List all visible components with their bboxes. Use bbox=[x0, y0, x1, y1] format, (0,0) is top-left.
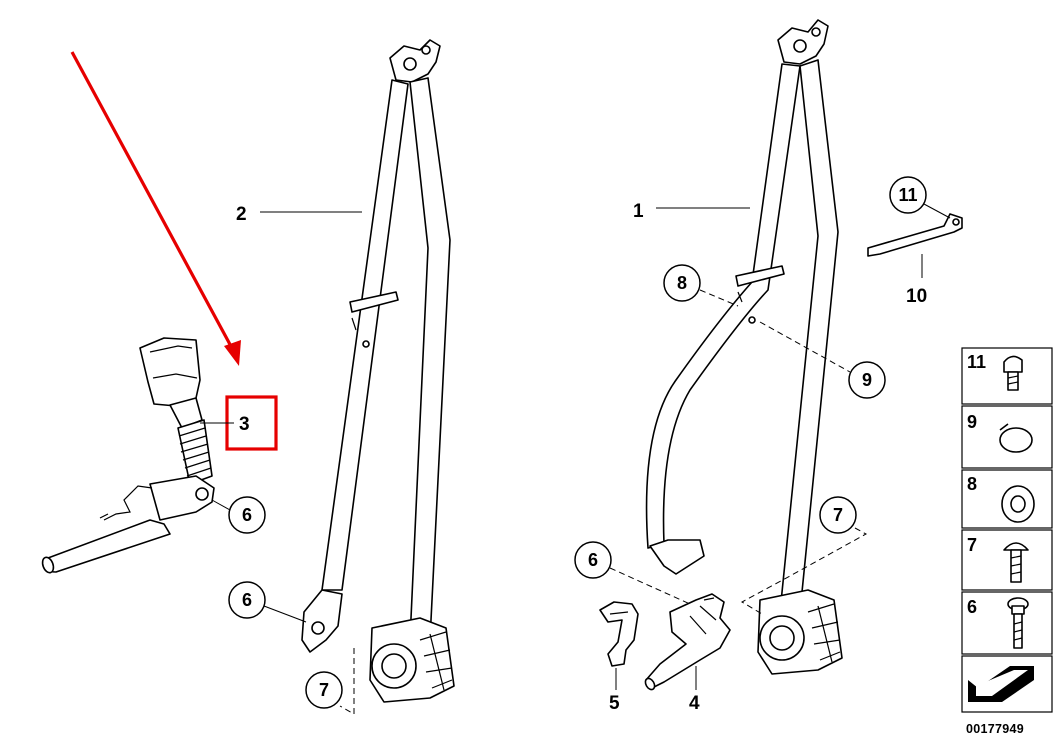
belt-rear-right bbox=[645, 19, 843, 675]
label-belt-rear-left: 2 bbox=[236, 204, 247, 225]
label-buckle-tongue: 3 bbox=[239, 414, 250, 435]
fastener-legend: 11 9 8 7 6 bbox=[961, 347, 1053, 713]
buckle-4 bbox=[644, 593, 731, 691]
svg-text:11: 11 bbox=[898, 185, 917, 205]
highlight-arrow bbox=[70, 51, 241, 366]
screw-flange-icon bbox=[1003, 355, 1023, 391]
strap-10 bbox=[867, 213, 963, 257]
flange-bolt-icon bbox=[1007, 597, 1029, 649]
callout-7-left: 7 bbox=[305, 648, 355, 715]
callout-6-right: 6 bbox=[574, 541, 691, 605]
washer-icon bbox=[1001, 485, 1035, 523]
legend-cell-7 bbox=[961, 529, 1053, 591]
label-bracket: 5 bbox=[609, 693, 620, 714]
svg-text:7: 7 bbox=[833, 505, 843, 525]
callout-11: 11 bbox=[889, 176, 951, 219]
direction-arrow-icon bbox=[968, 666, 1034, 702]
svg-text:9: 9 bbox=[862, 370, 872, 390]
legend-cell-11 bbox=[961, 347, 1053, 405]
legend-label-7: 7 bbox=[967, 535, 977, 555]
svg-text:6: 6 bbox=[588, 550, 598, 570]
svg-text:8: 8 bbox=[677, 273, 687, 293]
svg-text:6: 6 bbox=[242, 505, 252, 525]
callout-6-left-anchor: 6 bbox=[228, 581, 307, 623]
label-strap: 10 bbox=[906, 286, 927, 307]
callout-8: 8 bbox=[663, 264, 739, 307]
legend-cell-6 bbox=[961, 591, 1053, 655]
label-belt-rear-right: 1 bbox=[633, 201, 644, 222]
svg-text:7: 7 bbox=[319, 680, 329, 700]
legend-label-11: 11 bbox=[967, 352, 986, 372]
legend-label-6: 6 bbox=[967, 597, 977, 617]
reference-code: 00177949 bbox=[966, 722, 1024, 736]
buckle-assembly bbox=[41, 337, 215, 574]
bracket-5 bbox=[599, 601, 639, 667]
button-screw-icon bbox=[1003, 542, 1029, 583]
highlight-box bbox=[225, 395, 278, 451]
belt-rear-left bbox=[301, 39, 455, 703]
svg-text:6: 6 bbox=[242, 590, 252, 610]
legend-label-8: 8 bbox=[967, 474, 977, 494]
callout-9: 9 bbox=[759, 321, 886, 399]
plug-icon bbox=[999, 423, 1033, 453]
callout-6-buckle: 6 bbox=[211, 496, 266, 534]
legend-label-9: 9 bbox=[967, 412, 977, 432]
callout-7-right: 7 bbox=[740, 496, 868, 615]
label-buckle-lower: 4 bbox=[689, 693, 700, 714]
